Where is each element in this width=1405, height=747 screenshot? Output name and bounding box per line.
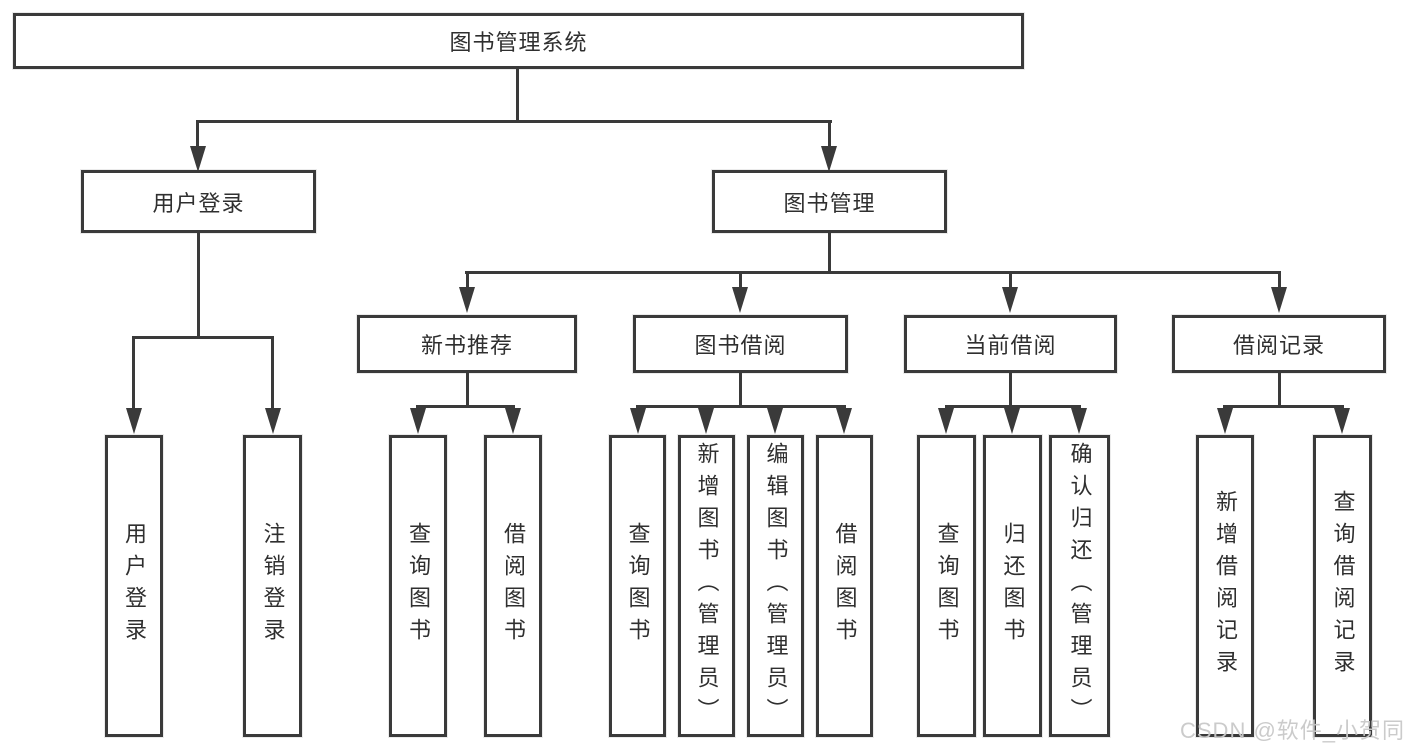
node-new-book-recommend: 新书推荐 (357, 315, 577, 373)
leaf-add-borrow-record-label: 新增借阅记录 (1213, 490, 1238, 682)
connector-borrow-hbar (636, 405, 846, 408)
arrow-down-icon (1334, 408, 1350, 434)
leaf-add-borrow-record: 新增借阅记录 (1196, 435, 1254, 737)
leaf-borrow-books-label: 借阅图书 (832, 522, 858, 650)
leaf-user-login: 用户登录 (105, 435, 163, 737)
node-borrow-records: 借阅记录 (1172, 315, 1386, 373)
leaf-query-borrow-record-label: 查询借阅记录 (1330, 490, 1356, 682)
node-book-management-label: 图书管理 (783, 190, 876, 216)
connector-userlogin-down (197, 233, 200, 338)
leaf-add-book-admin: 新增图书（管理员） (678, 435, 735, 737)
connector-current-hbar (945, 405, 1081, 408)
arrow-down-icon (459, 287, 475, 313)
leaf-logout-label: 注销登录 (260, 522, 286, 650)
arrow-down-icon (126, 408, 142, 434)
arrow-down-icon (836, 408, 852, 434)
node-current-borrow-label: 当前借阅 (964, 333, 1057, 358)
connector-userlogin-stem (196, 122, 199, 150)
leaf-query-books-recommend-label: 查询图书 (406, 522, 431, 650)
connector-root-hbar (196, 120, 832, 123)
arrow-down-icon (505, 408, 521, 434)
node-root-label: 图书管理系统 (449, 30, 588, 55)
connector-records-hbar (1223, 405, 1344, 408)
arrow-down-icon (630, 408, 646, 434)
node-user-login-label: 用户登录 (152, 190, 245, 216)
leaf-query-books-current: 查询图书 (917, 435, 976, 737)
connector-current-stem (1009, 274, 1012, 288)
node-current-borrow: 当前借阅 (904, 315, 1117, 373)
leaf-confirm-return-admin-label: 确认归还（管理员） (1067, 442, 1093, 730)
leaf-return-books-label: 归还图书 (1000, 522, 1026, 650)
arrow-down-icon (732, 287, 748, 313)
arrow-down-icon (410, 408, 426, 434)
leaf-query-books-current-label: 查询图书 (934, 522, 960, 650)
connector-bookmgmt-hbar (465, 271, 1281, 274)
connector-bookmgmt-down (828, 233, 831, 274)
node-root: 图书管理系统 (13, 13, 1024, 69)
node-user-login: 用户登录 (81, 170, 316, 233)
leaf-query-books-borrow-label: 查询图书 (625, 522, 651, 650)
connector-borrow-down (739, 373, 742, 408)
leaf-borrow-books-recommend-label: 借阅图书 (501, 522, 526, 650)
leaf-edit-book-admin: 编辑图书（管理员） (747, 435, 804, 737)
arrow-down-icon (698, 408, 714, 434)
leaf-query-books-borrow: 查询图书 (609, 435, 666, 737)
leaf-user-login-label: 用户登录 (122, 522, 147, 650)
connector-records-stem (1278, 274, 1281, 288)
connector-newbook-hbar (416, 405, 515, 408)
leaf-return-books: 归还图书 (983, 435, 1042, 737)
arrow-down-icon (265, 408, 281, 434)
arrow-down-icon (1002, 287, 1018, 313)
connector-current-down (1009, 373, 1012, 408)
connector-bookmgmt-stem (828, 122, 831, 150)
leaf-query-borrow-record: 查询借阅记录 (1313, 435, 1372, 737)
leaf-borrow-books-recommend: 借阅图书 (484, 435, 542, 737)
connector-records-down (1278, 373, 1281, 408)
arrow-down-icon (767, 408, 783, 434)
arrow-down-icon (1004, 408, 1020, 434)
connector-root-stem (516, 68, 519, 122)
arrow-down-icon (1217, 408, 1233, 434)
leaf-confirm-return-admin: 确认归还（管理员） (1049, 435, 1110, 737)
connector-userlogin-hbar (132, 336, 274, 339)
leaf-borrow-books: 借阅图书 (816, 435, 873, 737)
node-book-management: 图书管理 (712, 170, 947, 233)
arrow-down-icon (821, 146, 837, 172)
node-new-book-recommend-label: 新书推荐 (420, 333, 513, 358)
leaf-edit-book-admin-label: 编辑图书（管理员） (763, 442, 789, 730)
watermark-text: CSDN @软件_小贺同学 (1180, 718, 1405, 743)
connector-newbook-down (466, 373, 469, 408)
leaf-add-book-admin-label: 新增图书（管理员） (694, 442, 720, 730)
arrow-down-icon (938, 408, 954, 434)
connector-leaf1-stem (132, 336, 135, 410)
node-book-borrow-label: 图书借阅 (694, 333, 787, 358)
leaf-query-books-recommend: 查询图书 (389, 435, 447, 737)
connector-leaf2-stem (271, 336, 274, 410)
arrow-down-icon (1271, 287, 1287, 313)
leaf-logout: 注销登录 (243, 435, 302, 737)
connector-borrow-stem (739, 274, 742, 288)
node-borrow-records-label: 借阅记录 (1232, 333, 1325, 358)
arrow-down-icon (1071, 408, 1087, 434)
connector-newbook-stem (466, 274, 469, 288)
node-book-borrow: 图书借阅 (633, 315, 848, 373)
arrow-down-icon (190, 146, 206, 172)
